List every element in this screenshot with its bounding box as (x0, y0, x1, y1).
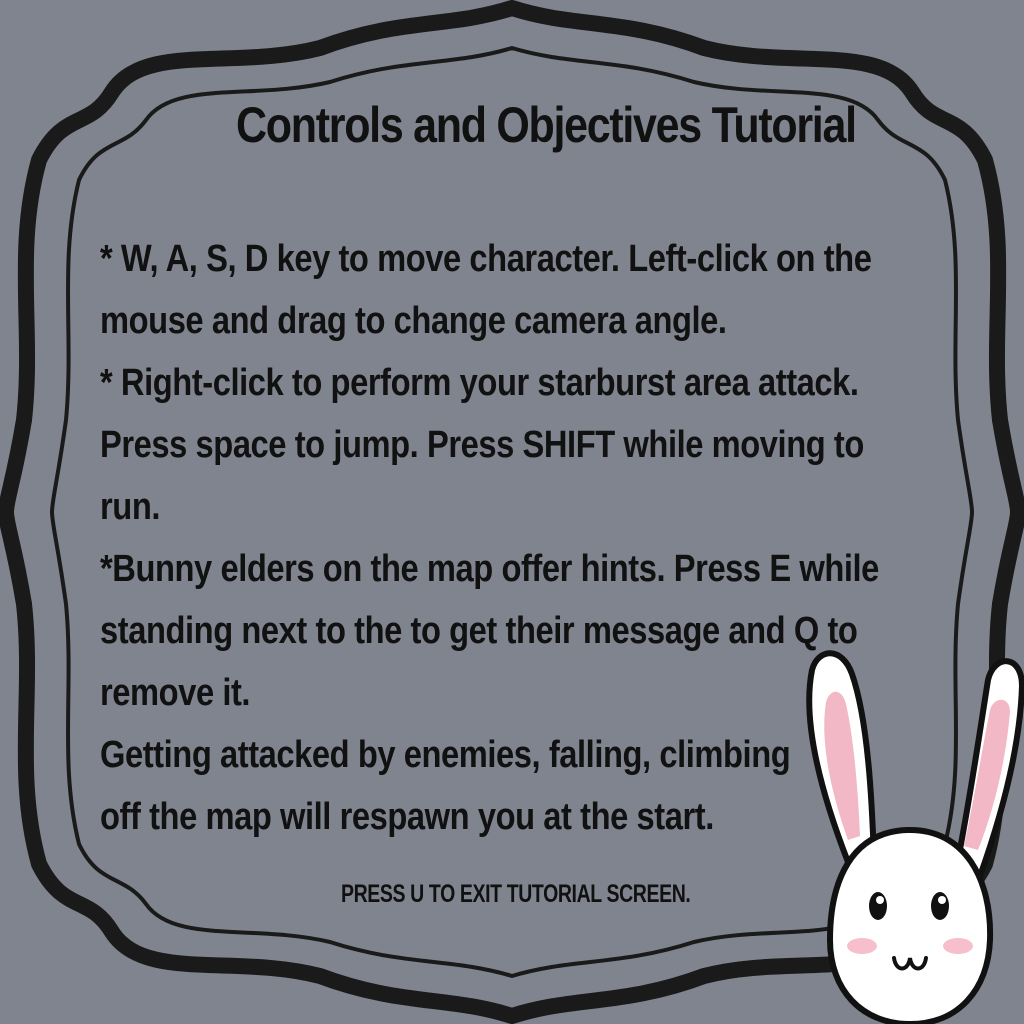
instruction-line: mouse and drag to change camera angle. (100, 300, 727, 342)
instruction-line: off the map will respawn you at the star… (100, 796, 714, 838)
instruction-line: * Right-click to perform your starburst … (100, 362, 859, 404)
instruction-line: * W, A, S, D key to move character. Left… (100, 238, 872, 280)
bunny-mascot-icon (806, 650, 1024, 1024)
tutorial-instructions: * W, A, S, D key to move character. Left… (100, 228, 879, 848)
instruction-line: Press space to jump. Press SHIFT while m… (100, 424, 864, 466)
instruction-line: standing next to the to get their messag… (100, 610, 858, 652)
instruction-line: remove it. (100, 672, 251, 714)
instruction-line: run. (100, 486, 161, 528)
tutorial-title: Controls and Objectives Tutorial (236, 97, 857, 153)
exit-tutorial-hint: PRESS U TO EXIT TUTORIAL SCREEN. (341, 880, 691, 908)
instruction-line: Getting attacked by enemies, falling, cl… (100, 734, 791, 776)
instruction-line: *Bunny elders on the map offer hints. Pr… (100, 548, 879, 590)
